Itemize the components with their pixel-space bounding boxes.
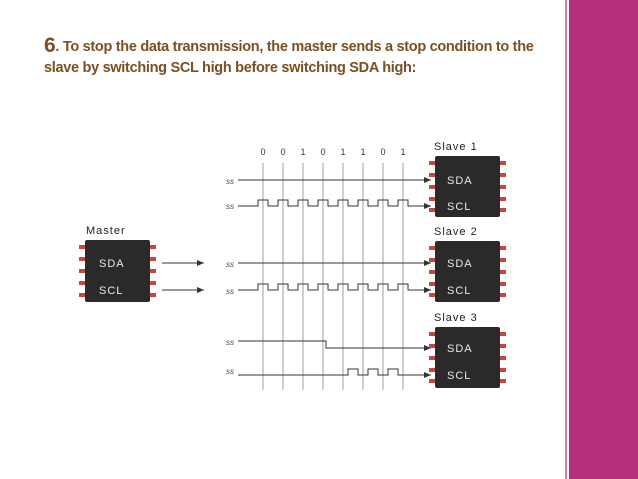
master-scl-pin: SCL <box>99 285 123 297</box>
break-mark: ss <box>226 287 234 296</box>
slave3-sda-pin: SDA <box>447 343 473 355</box>
accent-band <box>569 0 638 479</box>
bit-label: 0 <box>260 147 265 157</box>
bit-label: 1 <box>400 147 405 157</box>
slave1-chip: Slave 1 SDA SCL <box>429 141 506 217</box>
slave3-sda-line <box>238 340 431 351</box>
slave1-scl-pin: SCL <box>447 201 471 213</box>
bit-label: 1 <box>340 147 345 157</box>
bit-label: 0 <box>280 147 285 157</box>
slave2-scl-pin: SCL <box>447 285 471 297</box>
slave3-title: Slave 3 <box>434 312 478 324</box>
bit-label: 0 <box>320 147 325 157</box>
break-mark: ss <box>226 202 234 211</box>
i2c-bus-diagram: 0 0 1 0 1 1 0 1 ss ss ss ss ss ss <box>79 141 506 390</box>
master-title: Master <box>86 225 126 237</box>
slave3-scl-pin: SCL <box>447 370 471 382</box>
break-mark: ss <box>226 367 234 376</box>
slave3-chip: Slave 3 SDA SCL <box>429 312 506 388</box>
slave1-title: Slave 1 <box>434 141 478 153</box>
break-mark: ss <box>226 260 234 269</box>
break-marks: ss ss ss ss ss ss <box>226 177 234 376</box>
clock-grid <box>262 163 404 390</box>
bit-labels: 0 0 1 0 1 1 0 1 <box>260 147 405 157</box>
bit-label: 0 <box>380 147 385 157</box>
slave2-scl-line <box>238 283 431 293</box>
break-mark: ss <box>226 177 234 186</box>
accent-band-divider <box>565 0 567 479</box>
slave1-scl-line <box>238 199 431 209</box>
bit-label: 1 <box>300 147 305 157</box>
bit-label: 1 <box>360 147 365 157</box>
slave2-chip: Slave 2 SDA SCL <box>429 226 506 302</box>
master-chip: Master SDA SCL <box>79 225 156 302</box>
break-mark: ss <box>226 338 234 347</box>
master-sda-pin: SDA <box>99 258 125 270</box>
step-text: . To stop the data transmission, the mas… <box>44 39 534 76</box>
slide-heading: 6. To stop the data transmission, the ma… <box>44 35 559 79</box>
signal-lines <box>162 177 431 378</box>
slave2-title: Slave 2 <box>434 226 478 238</box>
step-number: 6 <box>44 34 56 57</box>
slave2-sda-pin: SDA <box>447 258 473 270</box>
slave1-sda-pin: SDA <box>447 175 473 187</box>
slave3-scl-line <box>238 368 431 378</box>
